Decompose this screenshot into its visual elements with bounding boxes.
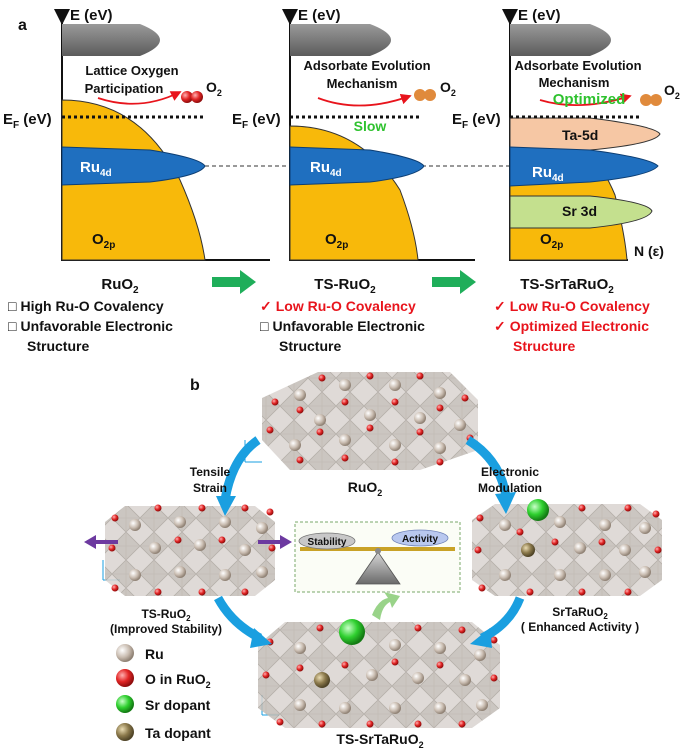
transition-arrow-1 — [212, 270, 256, 294]
transition-arrow-2 — [432, 270, 476, 294]
panel-a-label: a — [18, 17, 27, 34]
tensile-line2: Strain — [193, 481, 227, 495]
o2-molecule-1 — [181, 91, 203, 103]
caption-ruo2: RuO2 — [101, 276, 139, 296]
ru4d-band-1 — [61, 146, 206, 186]
crystal-srtaruo2 — [472, 499, 662, 596]
dos-column-1 — [54, 9, 270, 261]
label-ts-ruo2-note: (Improved Stability) — [110, 622, 222, 636]
caption-ts-ruo2: TS-RuO2 — [314, 276, 376, 296]
col2-bullet-2: □Unfavorable Electronic — [260, 318, 425, 334]
crystal-ruo2 — [262, 372, 478, 470]
col1-bullet-1: □High Ru-O Covalency — [8, 298, 164, 314]
optimized-label: Optimized — [553, 91, 626, 108]
atom-legend: Ru O in RuO2 Sr dopant Ta dopant — [116, 644, 211, 741]
ru4d-band-3 — [509, 146, 659, 187]
ru4d-band-2 — [289, 146, 425, 186]
col2-bullet-2-cont: Structure — [279, 338, 341, 354]
o2-label-2: O2 — [440, 79, 456, 98]
col1-bullet-2: □Unfavorable Electronic — [8, 318, 173, 334]
legend-ru-atom — [116, 644, 134, 662]
mechanism-arrow-1 — [97, 91, 182, 105]
legend-o-atom — [116, 669, 134, 687]
col1-bullet-2-cont: Structure — [27, 338, 89, 354]
ru4d-label-2: Ru4d — [310, 159, 342, 179]
mech1-line2: Participation — [85, 81, 164, 96]
mechanism-arrow-3 — [539, 93, 632, 107]
o2-label-1: O2 — [206, 79, 222, 98]
mech2-line2: Mechanism — [327, 76, 398, 91]
legend-sr-atom — [116, 695, 134, 713]
stability-pill — [298, 532, 356, 550]
strain-arrow-right — [258, 535, 292, 549]
fermi-label-3: EF (eV) — [452, 111, 501, 131]
electronic-line2: Modulation — [478, 481, 542, 495]
electronic-line1: Electronic — [481, 465, 539, 479]
label-ruo2: RuO2 — [348, 479, 383, 498]
fermi-label-2: EF (eV) — [232, 111, 281, 131]
o2-molecule-2 — [414, 89, 436, 101]
crystal-ts-ruo2 — [105, 504, 276, 596]
dos-axis-label: N (ε) — [634, 243, 664, 259]
mech2-line1: Adsorbate Evolution — [303, 58, 430, 73]
caption-ts-srtaruo2: TS-SrTaRuO2 — [520, 276, 614, 296]
mechanism-arrow-2 — [317, 93, 412, 107]
crystal-ts-srtaruo2 — [258, 619, 500, 728]
arrow-tensile-strain — [220, 436, 261, 501]
o2p-band-2 — [289, 125, 419, 261]
col3-bullet-2-cont: Structure — [513, 338, 575, 354]
o2p-label-1: O2p — [92, 231, 115, 251]
slow-label: Slow — [354, 118, 387, 134]
mech1-line1: Lattice Oxygen — [85, 63, 178, 78]
ta5d-label: Ta-5d — [562, 127, 598, 143]
tensile-line1: Tensile — [190, 465, 231, 479]
legend-sr-label: Sr dopant — [145, 697, 211, 713]
legend-ta-label: Ta dopant — [145, 725, 211, 741]
activity-label: Activity — [402, 534, 439, 545]
fermi-label-1: EF (eV) — [3, 111, 52, 131]
sr3d-label: Sr 3d — [562, 203, 597, 219]
panel-b-label: b — [190, 377, 200, 394]
col2-bullet-1: ✓Low Ru-O Covalency — [260, 298, 416, 314]
strain-arrow-left — [84, 535, 118, 549]
dos-column-2 — [282, 9, 475, 261]
sr-dopant-atom-2 — [339, 619, 365, 645]
energy-axis-label-2: E (eV) — [298, 7, 341, 24]
label-srtaruo2-note: ( Enhanced Activity ) — [521, 620, 639, 634]
o2p-label-2: O2p — [325, 231, 348, 251]
dos-column-3 — [502, 9, 661, 261]
energy-axis-label-3: E (eV) — [518, 7, 561, 24]
ru4d-label-1: Ru4d — [80, 159, 112, 179]
legend-o-label: O in RuO2 — [145, 671, 211, 690]
energy-axis-label-1: E (eV) — [70, 7, 113, 24]
col3-bullet-1: ✓Low Ru-O Covalency — [494, 298, 650, 314]
balance-inset: Stability Activity — [294, 521, 461, 593]
o2-label-3: O2 — [664, 82, 680, 101]
o2p-label-3: O2p — [540, 231, 563, 251]
ta5d-band — [509, 117, 661, 151]
mech3-line1: Adsorbate Evolution — [514, 58, 641, 73]
inset-pointer-arrow — [372, 592, 400, 620]
col3-bullet-2: ✓Optimized Electronic — [494, 318, 649, 334]
sr-dopant-atom-1 — [527, 499, 549, 521]
o2-molecule-3 — [640, 94, 662, 106]
conduction-band-3 — [510, 24, 611, 56]
conduction-band-2 — [290, 24, 391, 56]
activity-pill — [391, 529, 449, 547]
stability-label: Stability — [308, 537, 347, 548]
label-srtaruo2: SrTaRuO2 — [552, 605, 608, 621]
mech3-line2: Mechanism — [539, 75, 610, 90]
label-ts-srtaruo2: TS-SrTaRuO2 — [336, 731, 423, 750]
sr3d-band — [509, 195, 653, 229]
ru4d-label-3: Ru4d — [532, 164, 564, 184]
legend-ru-label: Ru — [145, 646, 164, 662]
label-ts-ruo2: TS-RuO2 — [141, 607, 191, 623]
legend-ta-atom — [116, 723, 134, 741]
conduction-band-1 — [62, 24, 160, 56]
fulcrum — [355, 551, 401, 585]
arrow-electronic-modulation — [465, 436, 511, 497]
